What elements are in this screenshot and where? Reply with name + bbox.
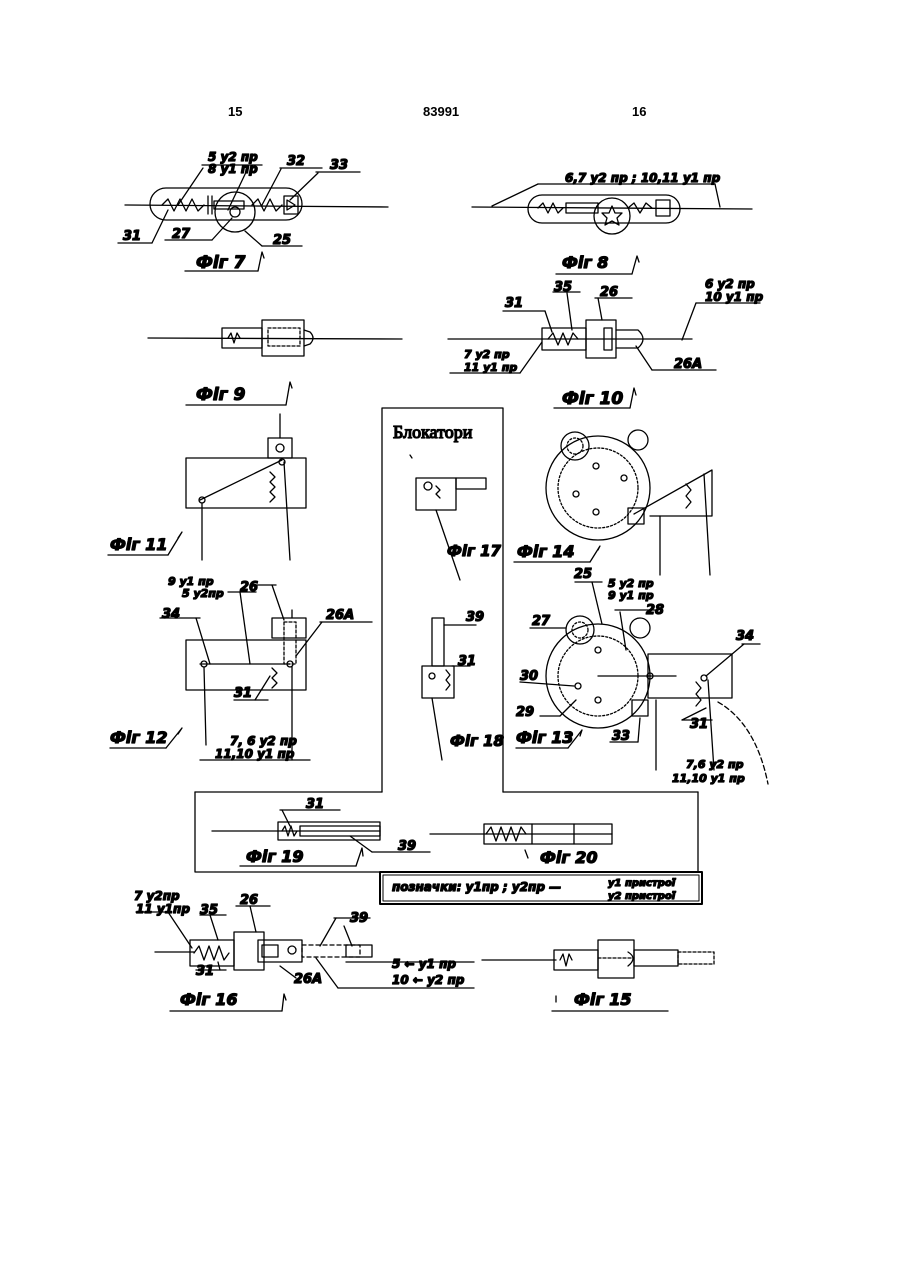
label-26: 26: [240, 893, 258, 908]
figure-7: [118, 165, 388, 271]
label-26a: 26А: [294, 972, 322, 987]
label-26: 26: [240, 580, 258, 595]
figure-9-caption: Фіг 9: [196, 385, 245, 405]
label-35: 35: [554, 280, 572, 295]
label-25: 25: [273, 233, 291, 248]
label-30: 30: [520, 669, 538, 684]
label-31: 31: [123, 229, 141, 244]
label-5-y2: 5 у2пр: [182, 587, 224, 600]
figure-9: [148, 320, 402, 405]
label-6-7-10-11: 6,7 у2 пр ; 10,11 у1 пр: [565, 171, 721, 185]
label-7-6-y2: 7,6 у2 пр: [686, 758, 744, 771]
figure-16-caption: Фіг 16: [180, 990, 238, 1009]
label-29: 29: [516, 705, 534, 720]
figure-8: [472, 184, 752, 274]
figure-15-caption: Фіг 15: [574, 990, 632, 1009]
label-26a: 26А: [674, 357, 702, 372]
label-11-10-y1: 11,10 у1 пр: [672, 772, 745, 785]
figure-11-caption: Фіг 11: [110, 535, 168, 554]
label-11-y1: 11 у1пр: [136, 902, 190, 916]
label-10-y2: 10 ← у2 пр: [392, 973, 465, 987]
label-33: 33: [330, 158, 348, 173]
label-26: 26: [600, 285, 618, 300]
label-31: 31: [458, 654, 476, 669]
label-26a: 26А: [326, 608, 354, 623]
figure-13: [516, 582, 768, 784]
label-7-y2: 7 у2 пр: [464, 348, 510, 361]
label-25: 25: [574, 567, 592, 582]
label-31: 31: [505, 296, 523, 311]
label-27: 27: [172, 227, 191, 242]
figure-10-caption: Фіг 10: [562, 389, 623, 409]
label-31: 31: [234, 686, 252, 701]
label-9-y1: 9 у1 пр: [608, 589, 654, 602]
label-39: 39: [398, 839, 416, 854]
label-8-y1: 8 у1 пр: [208, 162, 258, 176]
label-31: 31: [196, 964, 214, 979]
figure-18-caption: Фіг 18: [450, 732, 504, 750]
label-5-y1: 5 ← у1 пр: [392, 957, 456, 971]
figure-12-caption: Фіг 12: [110, 728, 168, 747]
figure-7-caption: Фіг 7: [196, 253, 245, 273]
label-31: 31: [306, 797, 324, 812]
figure-20-caption: Фіг 20: [540, 848, 598, 867]
label-28: 28: [646, 603, 664, 618]
label-10-y1: 10 у1 пр: [705, 290, 764, 304]
label-11-y1: 11 у1 пр: [464, 361, 517, 374]
label-34: 34: [162, 607, 180, 622]
legend-device-2: у2 пристрої: [608, 890, 677, 902]
figure-19-caption: Фіг 19: [246, 847, 304, 866]
label-11-10-y1: 11,10 у1 пр: [215, 747, 295, 761]
figure-17-caption: Фіг 17: [447, 542, 502, 560]
figure-8-caption: Фіг 8: [562, 253, 608, 272]
label-31: 31: [690, 717, 708, 732]
label-35: 35: [200, 903, 218, 918]
legend-text: позначки: у1пр ; у2пр —: [392, 880, 561, 894]
label-39: 39: [466, 610, 484, 625]
figure-19: [212, 810, 430, 866]
label-34: 34: [736, 629, 754, 644]
label-32: 32: [287, 154, 305, 169]
figure-13-caption: Фіг 13: [516, 728, 574, 747]
label-33: 33: [612, 729, 630, 744]
label-6-y2: 6 у2 пр: [705, 277, 755, 291]
label-7-6-y2: 7, 6 у2 пр: [230, 734, 297, 748]
figure-14-caption: Фіг 14: [517, 542, 575, 561]
label-27: 27: [532, 614, 551, 629]
label-7-y2: 7 у2пр: [134, 889, 180, 903]
legend-device-1: у1 пристрої: [608, 877, 677, 889]
label-39: 39: [350, 911, 368, 926]
blockers-title: Блокатори: [393, 422, 473, 442]
